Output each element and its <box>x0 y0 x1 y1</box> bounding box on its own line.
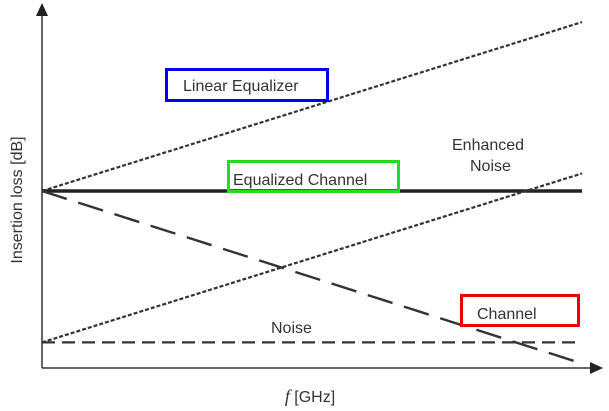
x-axis-arrow-icon <box>590 362 603 374</box>
enhanced-noise-label-line1: Enhanced <box>452 137 525 154</box>
x-axis-variable: f <box>284 386 290 406</box>
series-linear-equalizer <box>41 21 583 193</box>
y-axis-label: Insertion loss [dB] <box>9 136 26 264</box>
y-axis-arrow-icon <box>36 3 48 16</box>
equalized-channel-label: Equalized Channel <box>233 172 368 189</box>
equalized-channel-box <box>227 160 400 193</box>
channel-box <box>460 294 580 327</box>
channel-label: Channel <box>477 306 537 323</box>
linear-equalizer-box <box>165 68 329 102</box>
series-channel <box>41 189 583 365</box>
x-axis-label: f [GHz] <box>285 386 335 407</box>
noise-label: Noise <box>271 320 312 337</box>
linear-equalizer-label: Linear Equalizer <box>183 78 299 95</box>
x-axis-unit: [GHz] <box>289 389 336 406</box>
series-enhanced-noise <box>41 172 583 344</box>
enhanced-noise-label-line2: Noise <box>470 158 511 175</box>
